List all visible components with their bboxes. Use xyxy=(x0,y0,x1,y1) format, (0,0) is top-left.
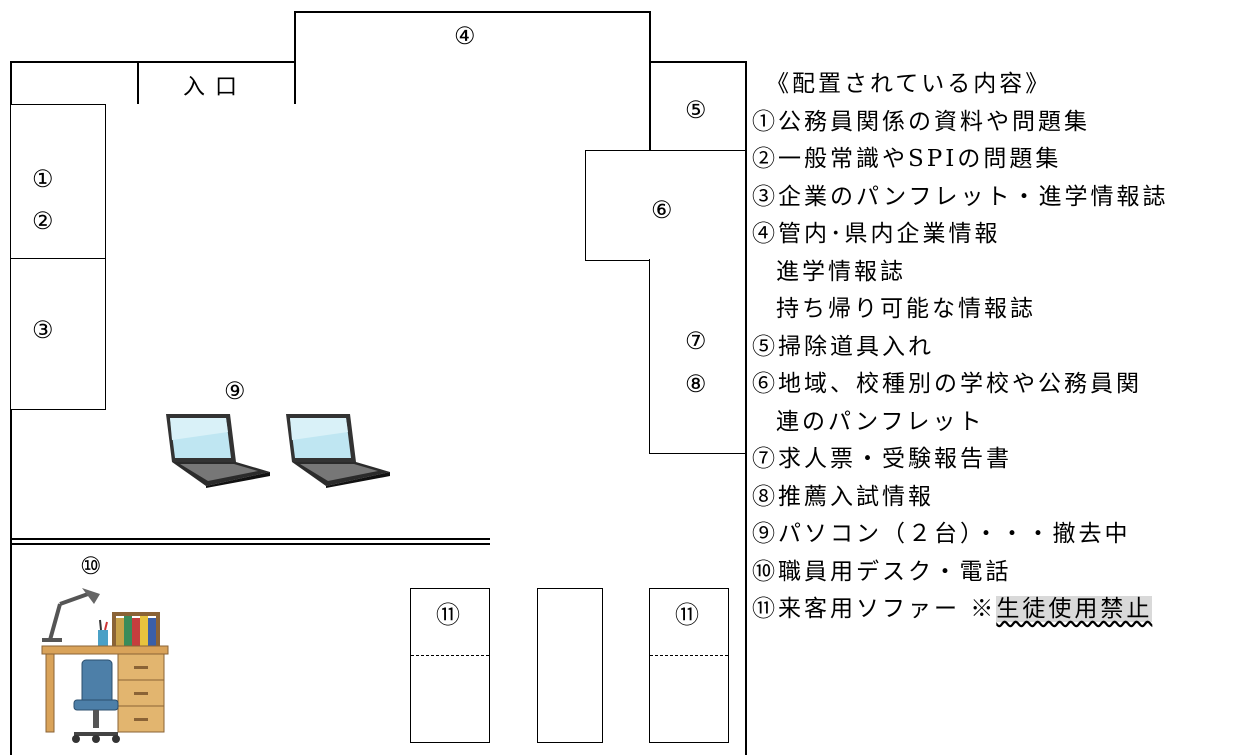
shelf-3 xyxy=(10,258,106,410)
legend-item: ⑦求人票・受験報告書 xyxy=(752,446,1012,472)
marker-2: ② xyxy=(32,207,54,235)
laptop-icon xyxy=(286,414,390,488)
marker-1: ① xyxy=(32,165,54,193)
legend-item-last: ⑪来客用ソファー ※生徒使用禁止 xyxy=(752,591,1168,629)
marker-6: ⑥ xyxy=(651,196,673,224)
shelf-4-top xyxy=(294,11,650,13)
sofa-middle xyxy=(537,588,603,743)
shelf-4-right xyxy=(649,11,651,151)
marker-9: ⑨ xyxy=(224,377,246,405)
legend: 《配置されている内容》 ①公務員関係の資料や問題集 ②一般常識やSPIの問題集 … xyxy=(752,66,1168,629)
legend-item: ⑤掃除道具入れ xyxy=(752,333,934,360)
marker-3: ③ xyxy=(32,316,54,344)
room-wall-top-right xyxy=(649,61,746,63)
room-wall-top xyxy=(10,61,295,63)
marker-4: ④ xyxy=(454,22,476,50)
entrance-label: 入口 xyxy=(183,75,248,100)
marker-7: ⑦ xyxy=(685,327,707,355)
legend-item: ⑧推薦入試情報 xyxy=(752,483,934,510)
legend-item: ⑩職員用デスク・電話 xyxy=(752,558,1012,585)
legend-item: ⑨パソコン（２台）・・・撤去中 xyxy=(752,521,1131,547)
sofa-left-dashed xyxy=(411,655,489,656)
legend-item: ①公務員関係の資料や問題集 xyxy=(752,108,1090,135)
sofa-left xyxy=(410,588,490,743)
sofa-right xyxy=(649,588,729,743)
shelf-4-left xyxy=(294,11,296,62)
laptop-icon xyxy=(166,414,270,488)
marker-5: ⑤ xyxy=(685,96,707,124)
legend-item: ④管内･県内企業情報 xyxy=(752,221,1001,247)
entrance-divider-right xyxy=(294,61,296,104)
shelf-7-8 xyxy=(649,259,746,454)
legend-item: 持ち帰り可能な情報誌 xyxy=(776,296,1036,322)
legend-item-prefix: ⑪来客用ソファー ※ xyxy=(752,596,997,622)
desk-icon xyxy=(41,588,169,743)
legend-title: 《配置されている内容》 xyxy=(766,71,1052,97)
prohibited-note: 生徒使用禁止 xyxy=(996,596,1153,622)
legend-item: ③企業のパンフレット・進学情報誌 xyxy=(752,183,1169,210)
partition-line-2 xyxy=(10,543,490,545)
legend-item: ②一般常識やSPIの問題集 xyxy=(752,146,1062,172)
entrance-divider xyxy=(137,61,139,104)
sofa-right-dashed xyxy=(650,655,728,656)
marker-11-left: ⑪ xyxy=(436,601,460,629)
partition-line xyxy=(10,538,490,540)
marker-11-right: ⑪ xyxy=(675,601,699,629)
shelf-1-2 xyxy=(10,104,106,260)
marker-8: ⑧ xyxy=(685,370,707,398)
legend-item: 進学情報誌 xyxy=(776,258,906,285)
legend-item: 連のパンフレット xyxy=(776,408,985,435)
shelf-6 xyxy=(585,150,746,261)
legend-item: ⑥地域、校種別の学校や公務員関 xyxy=(752,371,1142,397)
marker-10: ⑩ xyxy=(80,552,102,580)
